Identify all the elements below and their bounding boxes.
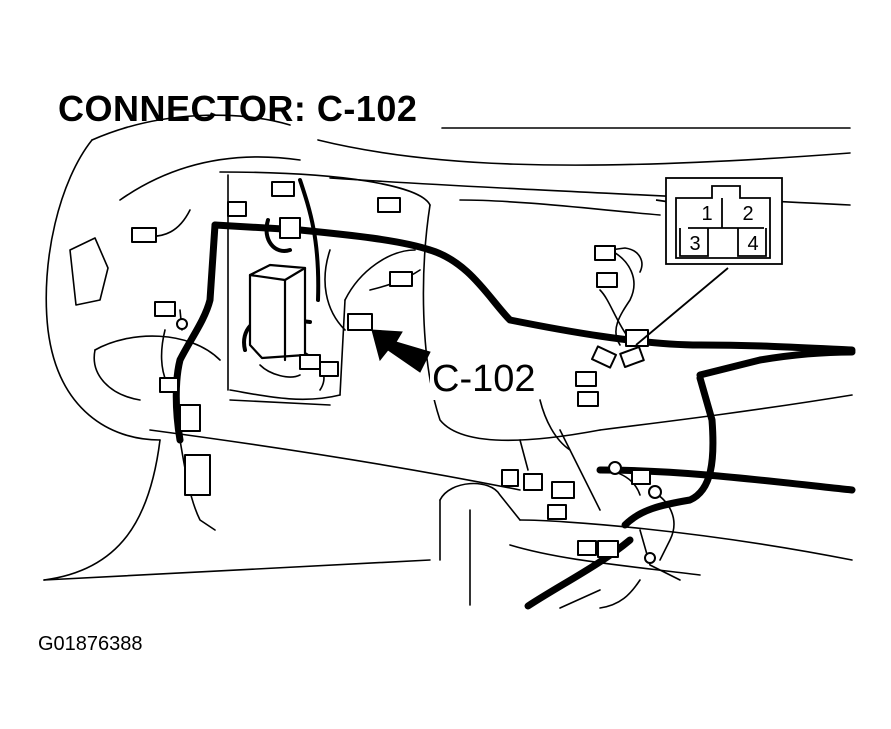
main-harness [172,221,856,610]
connectors [131,181,662,564]
connector-face-inset [635,177,783,346]
c102-arrow [371,329,431,373]
relay-box [248,263,307,362]
diagram-title: CONNECTOR: C-102 [58,88,418,129]
pin-2-label: 2 [742,203,754,225]
pin-3-label: 3 [689,233,701,255]
pin-1-label: 1 [701,203,713,225]
connector-callout-label: C-102 [430,358,538,400]
pin-4-label: 4 [747,233,759,255]
dashboard-outline [43,114,853,609]
figure-id: G01876388 [38,633,143,655]
